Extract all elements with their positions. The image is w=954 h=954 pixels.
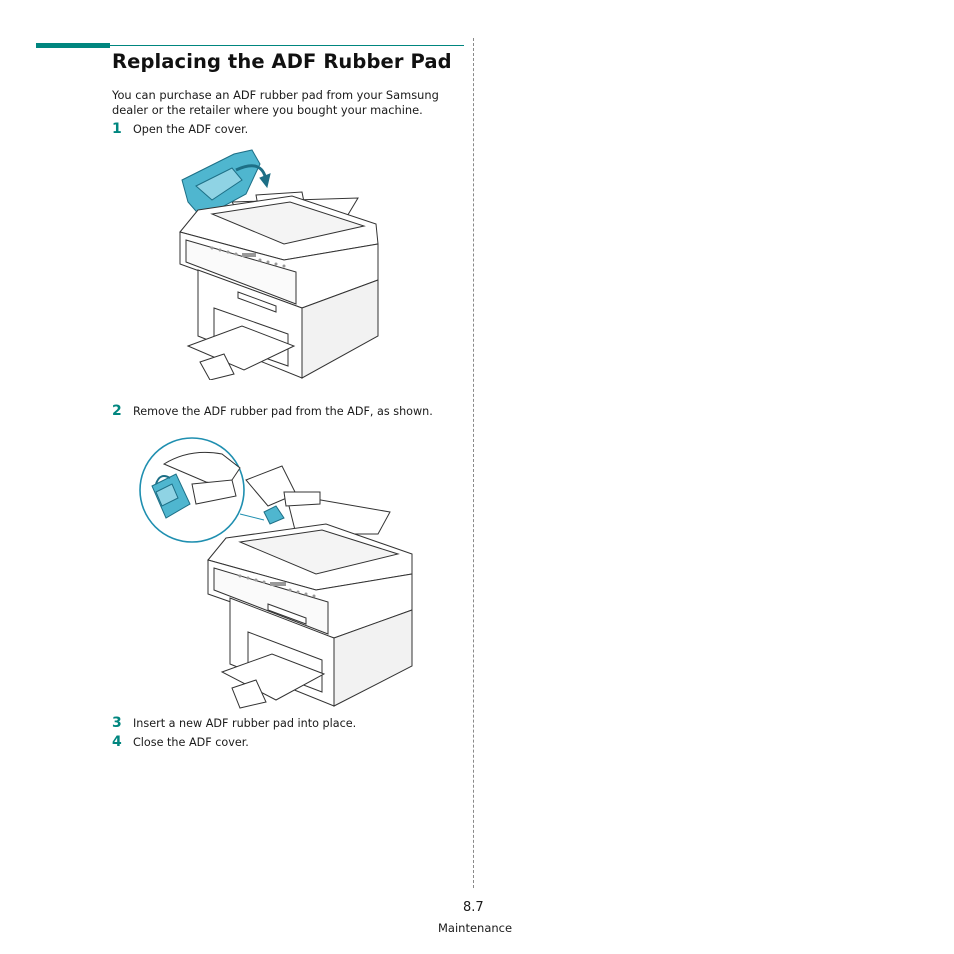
section-accent-bar bbox=[36, 43, 110, 48]
step-number: 2 bbox=[112, 403, 122, 419]
step-text: Open the ADF cover. bbox=[133, 123, 249, 136]
step-2: 2 Remove the ADF rubber pad from the ADF… bbox=[112, 403, 433, 419]
step-text: Close the ADF cover. bbox=[133, 736, 249, 749]
step-3: 3 Insert a new ADF rubber pad into place… bbox=[112, 715, 356, 731]
page-number: 8.7 bbox=[463, 900, 484, 915]
page-title: Replacing the ADF Rubber Pad bbox=[112, 50, 452, 73]
printer-open-adf-illustration bbox=[179, 149, 379, 380]
step-number: 3 bbox=[112, 715, 122, 731]
intro-paragraph: You can purchase an ADF rubber pad from … bbox=[112, 88, 439, 117]
step-text: Insert a new ADF rubber pad into place. bbox=[133, 717, 357, 730]
step-1: 1 Open the ADF cover. bbox=[112, 121, 248, 137]
footer-section-name: Maintenance bbox=[438, 921, 513, 935]
heading-rule bbox=[110, 45, 464, 46]
step-number: 1 bbox=[112, 121, 122, 137]
step-4: 4 Close the ADF cover. bbox=[112, 734, 249, 750]
column-divider bbox=[473, 38, 474, 888]
step-number: 4 bbox=[112, 734, 122, 750]
remove-rubber-pad-illustration bbox=[139, 437, 413, 709]
step-text: Remove the ADF rubber pad from the ADF, … bbox=[133, 405, 433, 418]
